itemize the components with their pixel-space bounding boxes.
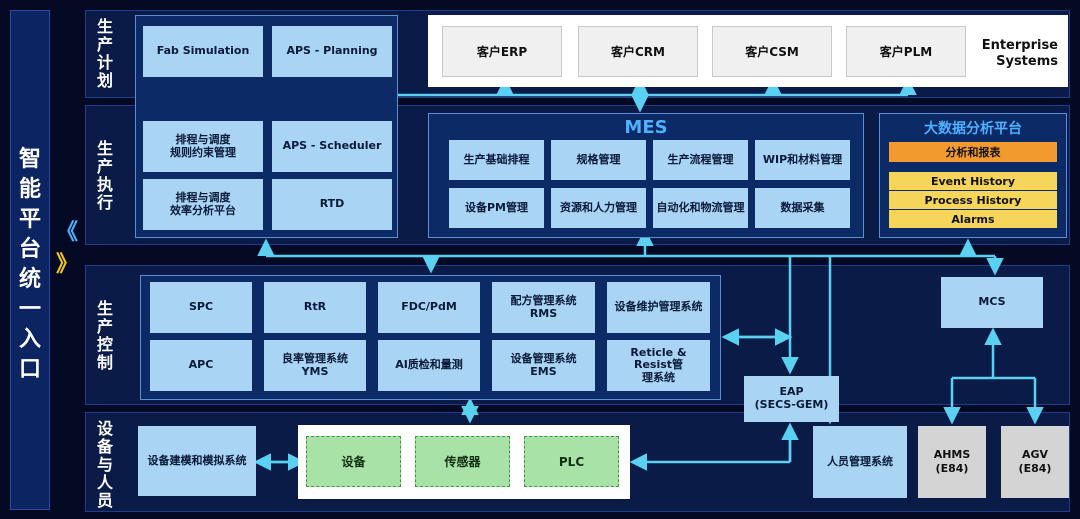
fab-simulation[interactable]: Fab Simulation — [143, 26, 263, 77]
rtd[interactable]: RTD — [272, 179, 392, 230]
mes-item-2[interactable]: 规格管理 — [551, 140, 646, 180]
mes-title: MES — [624, 116, 668, 138]
ems-box[interactable]: 设备管理系统 EMS — [492, 340, 595, 391]
reticle-box[interactable]: Reticle & Resist管 理系统 — [607, 340, 710, 391]
plm-box[interactable]: 客户PLM — [846, 26, 966, 77]
sidebar-title: 智能平台统一入口 — [18, 147, 41, 382]
sensor-box[interactable]: 传感器 — [415, 436, 510, 487]
mcs-box[interactable]: MCS — [941, 277, 1043, 328]
event-history[interactable]: Event History — [889, 172, 1057, 190]
fdc-box[interactable]: FDC/PdM — [378, 282, 480, 333]
modeling-box[interactable]: 设备建模和模拟系统 — [138, 426, 256, 496]
rtr-box[interactable]: RtR — [264, 282, 366, 333]
enterprise-label: Enterprise Systems — [981, 38, 1058, 69]
eap-box[interactable]: EAP (SECS-GEM) — [744, 376, 839, 422]
csm-box[interactable]: 客户CSM — [712, 26, 832, 77]
mes-item-5[interactable]: 设备PM管理 — [449, 188, 544, 228]
alarms[interactable]: Alarms — [889, 210, 1057, 228]
process-history[interactable]: Process History — [889, 191, 1057, 209]
chevron-right-icon: 》 — [56, 252, 79, 277]
plc-box[interactable]: PLC — [524, 436, 619, 487]
chevron-left-icon: 《 — [56, 220, 79, 245]
agv-box[interactable]: AGV (E84) — [1001, 426, 1069, 498]
aps-scheduler[interactable]: APS - Scheduler — [272, 121, 392, 172]
erp-box[interactable]: 客户ERP — [442, 26, 562, 77]
mes-item-1[interactable]: 生产基础排程 — [449, 140, 544, 180]
crm-box[interactable]: 客户CRM — [578, 26, 698, 77]
schedule-rules[interactable]: 排程与调度 规则约束管理 — [143, 121, 263, 172]
report-box[interactable]: 分析和报表 — [889, 142, 1057, 162]
apc-box[interactable]: APC — [150, 340, 252, 391]
aps-planning[interactable]: APS - Planning — [272, 26, 392, 77]
mes-item-3[interactable]: 生产流程管理 — [653, 140, 748, 180]
mes-item-6[interactable]: 资源和人力管理 — [551, 188, 646, 228]
mes-item-4[interactable]: WIP和材料管理 — [755, 140, 850, 180]
row-label-control: 生产控制 — [96, 299, 113, 372]
schedule-analysis[interactable]: 排程与调度 效率分析平台 — [143, 179, 263, 230]
row-label-device: 设备与人员 — [96, 419, 113, 510]
row-label-exec: 生产执行 — [96, 139, 113, 212]
equip-maint-box[interactable]: 设备维护管理系统 — [607, 282, 710, 333]
sidebar-entry — [10, 10, 50, 510]
equipment-box[interactable]: 设备 — [306, 436, 401, 487]
row-label-plan: 生产计划 — [96, 17, 113, 90]
yms-box[interactable]: 良率管理系统 YMS — [264, 340, 366, 391]
personnel-box[interactable]: 人员管理系统 — [813, 426, 907, 498]
mes-item-8[interactable]: 数据采集 — [755, 188, 850, 228]
mes-item-7[interactable]: 自动化和物流管理 — [653, 188, 748, 228]
spc-box[interactable]: SPC — [150, 282, 252, 333]
rms-box[interactable]: 配方管理系统 RMS — [492, 282, 595, 333]
bigdata-title: 大数据分析平台 — [924, 121, 1022, 137]
ai-inspect-box[interactable]: AI质检和量测 — [378, 340, 480, 391]
ahms-box[interactable]: AHMS (E84) — [918, 426, 986, 498]
